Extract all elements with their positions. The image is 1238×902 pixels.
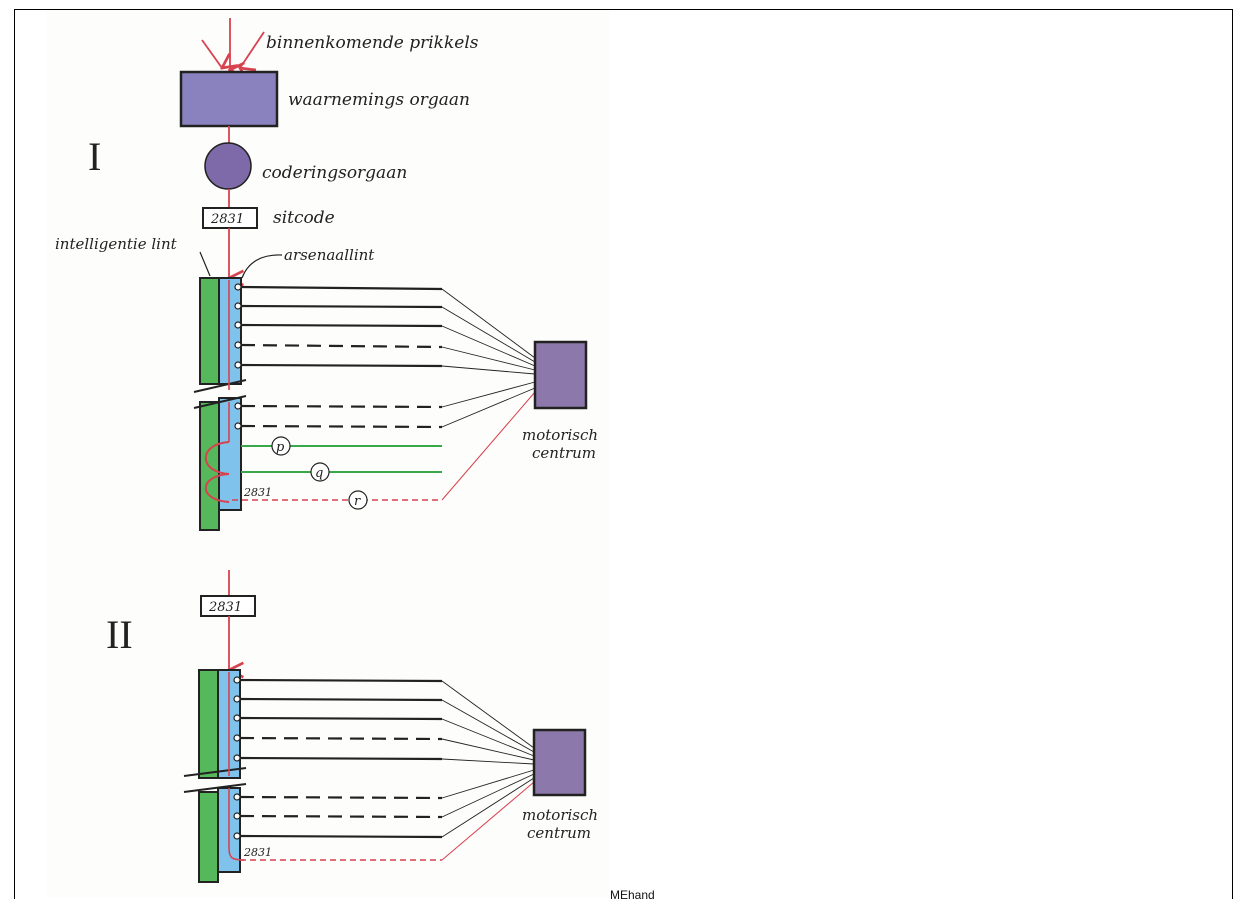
- motor-centre-one-label-2: centrum: [532, 444, 596, 462]
- intelligence-tape-label: intelligentie lint: [55, 235, 178, 253]
- image-caption: MEhand: [610, 888, 655, 902]
- frame-top-border: [14, 9, 1232, 10]
- frame-right-border: [1232, 9, 1233, 899]
- motor-centre-one-label-1: motorisch: [522, 426, 598, 444]
- code-small-two: 2831: [243, 846, 272, 859]
- fan-lines-two: [441, 680, 535, 838]
- motor-centre-two-label-2: centrum: [527, 824, 591, 842]
- code-small-one: 2831: [243, 486, 272, 499]
- marker-p-label: p: [276, 440, 285, 455]
- motor-centre-two-label-1: motorisch: [522, 806, 598, 824]
- roman-numeral-two: II: [106, 612, 133, 657]
- output-lines-one: [234, 283, 443, 430]
- incoming-arrows: [201, 18, 265, 70]
- fan-lines-one: [441, 288, 536, 428]
- coding-organ-label: coderingsorgaan: [262, 163, 407, 183]
- output-lines-two: [233, 676, 443, 840]
- marker-p-circle: [271, 436, 291, 456]
- drawing-sheet: [46, 10, 610, 898]
- perception-organ-box: [179, 70, 279, 128]
- intelligence-tape-two-lower: [198, 791, 219, 883]
- part-two: II 2831: [106, 570, 598, 883]
- arsenal-tape-label: arsenaallint: [284, 246, 375, 264]
- intelligence-tape-upper: [199, 277, 220, 385]
- motor-centre-one-box: [533, 340, 588, 410]
- marker-q-label: q: [315, 466, 323, 481]
- part-one: I binnenkomende prikkels waarnemings org…: [55, 18, 598, 531]
- motor-centre-two-box: [532, 728, 587, 797]
- marker-r-label: r: [354, 494, 361, 509]
- roman-numeral-one: I: [88, 134, 101, 179]
- marker-r-circle: [348, 490, 368, 510]
- coding-organ-circle: [204, 142, 252, 190]
- incoming-stimuli-label: binnenkomende prikkels: [266, 33, 479, 53]
- marker-q-circle: [310, 462, 330, 482]
- code-box-two-value: 2831: [208, 600, 242, 615]
- sitcode-box: [202, 207, 258, 229]
- code-box-two: [200, 595, 256, 617]
- sitcode-label: sitcode: [273, 208, 335, 228]
- arsenal-tape-lower: [218, 397, 242, 511]
- sitcode-box-value: 2831: [210, 212, 244, 227]
- intelligence-tape-two-upper: [198, 669, 219, 779]
- perception-organ-label: waarnemings orgaan: [288, 90, 470, 110]
- frame-left-border: [14, 9, 15, 899]
